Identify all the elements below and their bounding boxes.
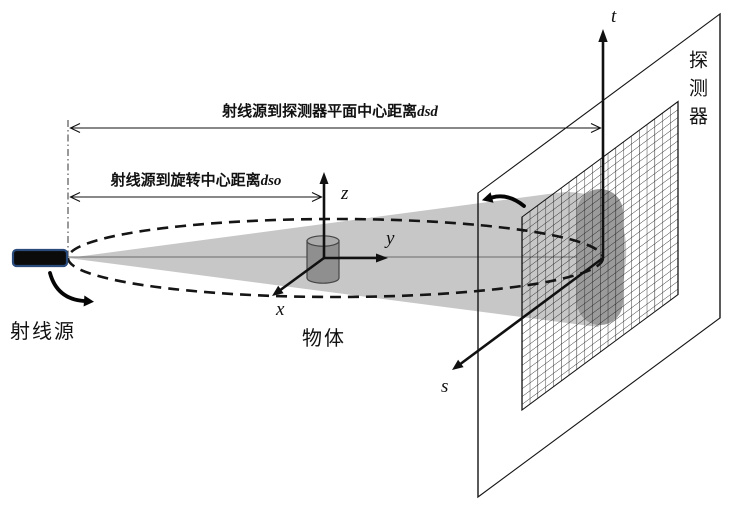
rotation-arrows	[48, 192, 526, 307]
axis-label-y: y	[386, 228, 395, 249]
detector-axes	[452, 29, 608, 370]
source-rotation-arrow	[48, 271, 86, 303]
dso-label-symbol: dso	[260, 173, 282, 189]
detector-label: 探测器	[686, 50, 707, 134]
object-axes	[272, 172, 388, 296]
dimension-lines	[67, 120, 602, 258]
xray-source	[11, 248, 69, 268]
detector-grid-plane	[521, 100, 679, 412]
dsd-label-text: 射线源到探测器平面中心距离	[222, 104, 418, 120]
dsd-dimension-label: 射线源到探测器平面中心距离dsd	[222, 105, 438, 120]
axis-label-x: x	[276, 299, 285, 320]
detector-outer-plane	[477, 12, 721, 499]
axis-label-z: z	[341, 183, 349, 204]
dso-dimension-label: 射线源到旋转中心距离dso	[111, 174, 282, 189]
axis-label-t: t	[611, 6, 617, 27]
axis-label-s: s	[441, 376, 449, 397]
dso-label-text: 射线源到旋转中心距离	[110, 173, 261, 189]
detector-rotation-arrow	[490, 194, 526, 208]
source-label: 射线源	[10, 321, 76, 343]
dsd-label-symbol: dsd	[417, 104, 438, 120]
object-label: 物体	[302, 328, 346, 350]
